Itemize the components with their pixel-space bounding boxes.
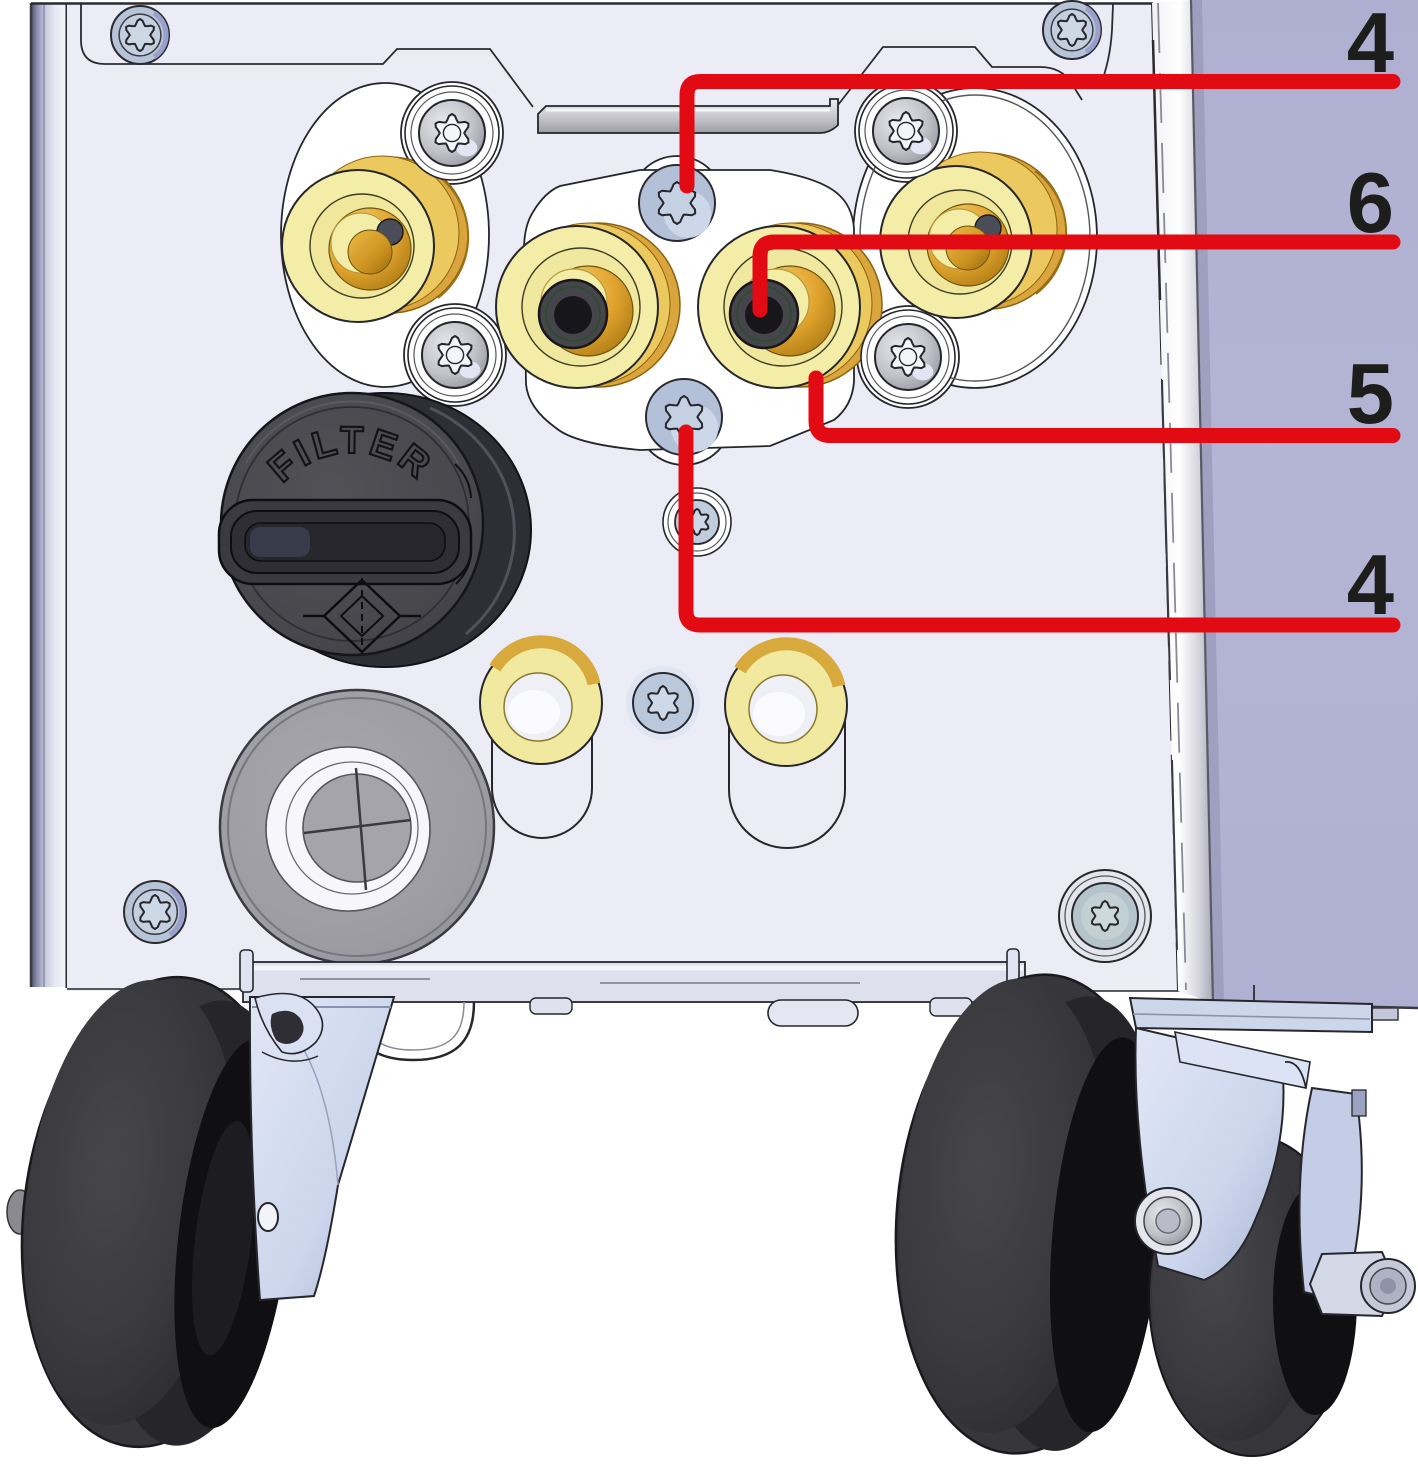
svg-text:4: 4 xyxy=(1347,0,1394,91)
svg-text:5: 5 xyxy=(1347,347,1394,442)
svg-text:4: 4 xyxy=(1347,538,1394,633)
svg-text:6: 6 xyxy=(1347,156,1394,251)
